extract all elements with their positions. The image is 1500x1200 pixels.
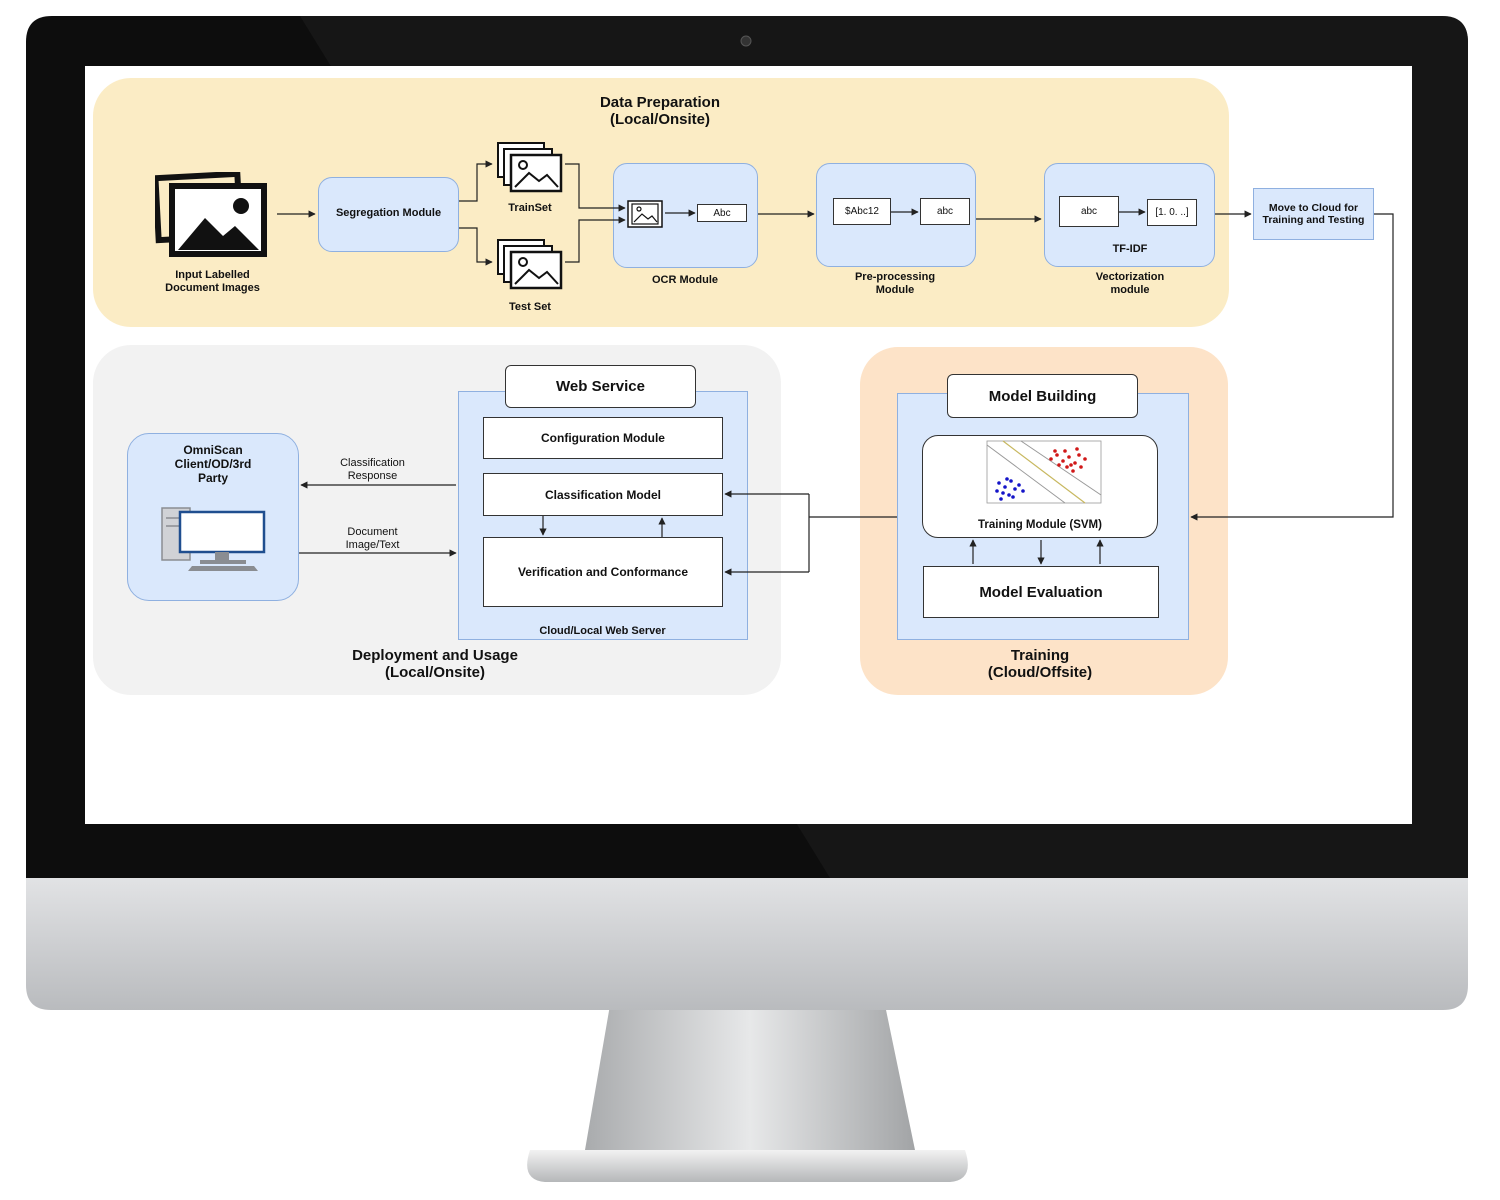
image-icon — [627, 200, 663, 228]
train-set-label: TrainSet — [508, 202, 552, 214]
ocr-text-box: Abc — [697, 204, 747, 222]
training-module-box — [922, 435, 1158, 538]
segregation-module-label: Segregation Module — [335, 207, 442, 219]
screen: Data Preparation(Local/Onsite) Input Lab… — [85, 66, 1412, 824]
connector-arrows — [277, 160, 1394, 576]
training-title: Training(Cloud/Offsite) — [987, 647, 1093, 682]
classification-model: Classification Model — [483, 473, 723, 516]
data-preparation-title: Data Preparation(Local/Onsite) — [599, 94, 721, 129]
move-to-cloud-box — [1253, 188, 1374, 240]
images-icon — [155, 172, 267, 257]
web-server-label: Cloud/Local Web Server — [539, 625, 666, 637]
tfidf-label: TF-IDF — [1112, 243, 1148, 255]
preprocessing-input-box: $Abc12 — [833, 198, 891, 225]
desktop-computer-icon — [161, 507, 266, 571]
train-set-icon — [497, 142, 563, 193]
test-set-label: Test Set — [509, 301, 551, 313]
model-building-header: Model Building — [947, 374, 1138, 418]
svm-scatter-plot-icon — [986, 440, 1102, 504]
training-module-label: Training Module (SVM) — [978, 519, 1102, 531]
model-evaluation: Model Evaluation — [923, 566, 1159, 618]
preprocessing-output-box: abc — [920, 198, 970, 225]
web-service-header: Web Service — [505, 365, 696, 408]
ocr-module-label: OCR Module — [652, 274, 718, 286]
verification-conformance: Verification and Conformance — [483, 537, 723, 607]
test-set-icon — [497, 239, 563, 290]
vectorization-input-box: abc — [1059, 196, 1119, 227]
configuration-module: Configuration Module — [483, 417, 723, 459]
vectorization-output-box: [1. 0. ..] — [1147, 199, 1197, 226]
segregation-module — [318, 177, 459, 252]
deployment-title: Deployment and Usage(Local/Onsite) — [352, 647, 518, 682]
